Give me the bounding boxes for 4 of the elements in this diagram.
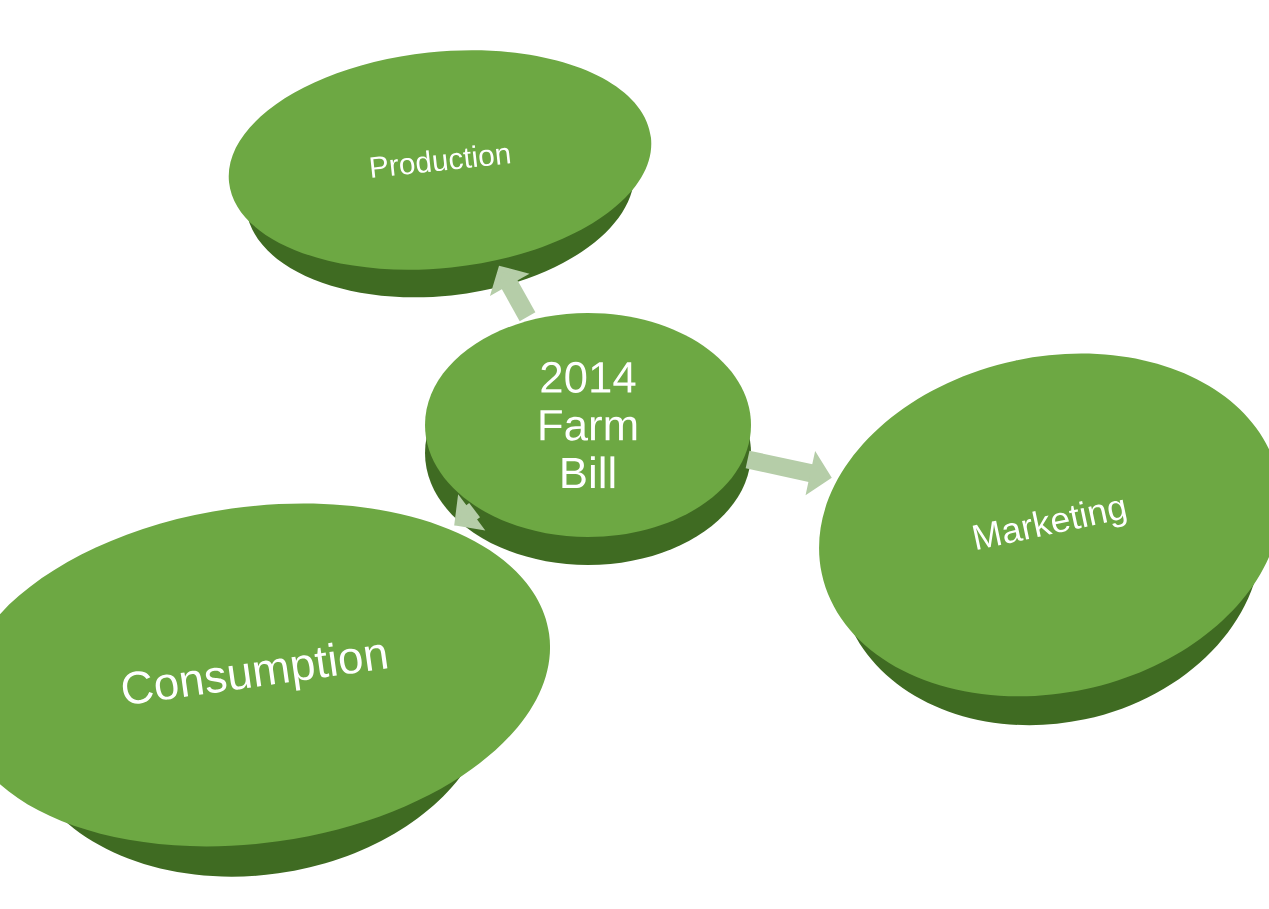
- disk: 2014 Farm Bill: [425, 313, 751, 565]
- disk: Marketing: [819, 353, 1269, 726]
- disk: Production: [229, 50, 651, 298]
- disk: Consumption: [0, 503, 550, 877]
